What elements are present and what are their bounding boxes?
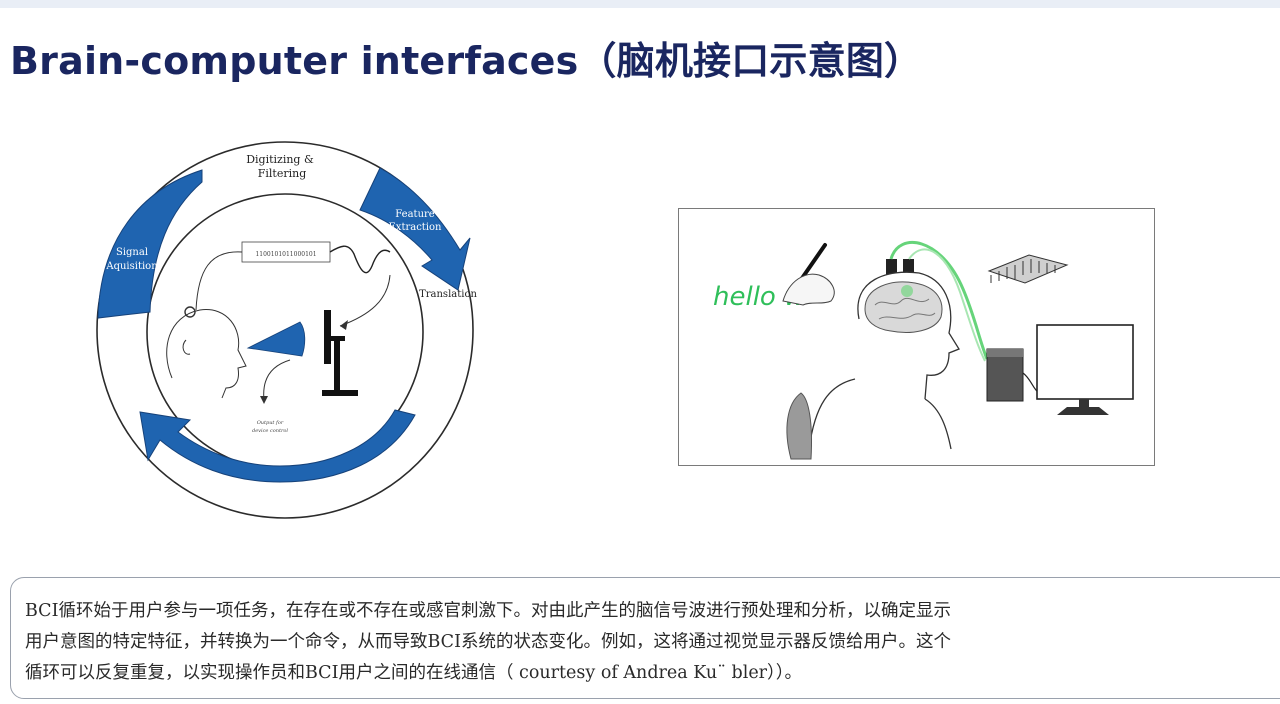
arrow-band-signal [97, 169, 203, 319]
label-feature-2: Extraction [389, 222, 443, 233]
amplifier-top [987, 349, 1023, 357]
chair-back [786, 392, 812, 460]
brain [864, 281, 943, 333]
monitor-base [322, 390, 358, 396]
arrow-head-output [260, 396, 268, 404]
bci-illustration-frame: hello w [678, 208, 1155, 466]
arrow-to-output [263, 359, 291, 401]
arrow-band-feedback [139, 409, 416, 483]
caption-box: BCI循环始于用户参与一项任务，在存在或不存在或感官刺激下。对由此产生的脑信号波… [10, 577, 1280, 699]
hand [782, 273, 835, 306]
label-feature-1: Feature [395, 209, 435, 220]
label-signal-1: Signal [116, 247, 148, 258]
arrow-band-feature [359, 167, 471, 291]
label-digitizing-2: Filtering [258, 167, 307, 180]
person-body [808, 378, 952, 450]
electrode-wire [195, 251, 243, 311]
caption-line-2: 用户意图的特定特征，并转换为一个命令，从而导致BCI系统的状态变化。例如，这将通… [25, 632, 951, 652]
feedback-fan [246, 321, 306, 357]
output-label-1: Output for [257, 420, 284, 426]
monitor-neck [1079, 399, 1089, 411]
label-translation: Translation [419, 289, 477, 300]
bci-illustration: hello w [713, 241, 1134, 460]
head-outline [166, 309, 247, 399]
green-wire-1 [889, 241, 989, 360]
monitor-stand [334, 341, 340, 391]
electrode-left [886, 259, 897, 277]
bci-cycle-diagram: Digitizing & Filtering Feature Extractio… [96, 141, 477, 519]
signal-grid [987, 254, 1069, 284]
label-feedback: Feedback [273, 481, 327, 494]
head-ear [182, 339, 191, 355]
monitor-foot [1057, 407, 1109, 415]
digital-readout: 1100101011000101 [255, 251, 316, 258]
brain-signal-spot [901, 285, 913, 297]
electrode-right [903, 259, 914, 277]
monitor-screen [324, 310, 331, 364]
green-wire-2 [908, 248, 986, 362]
arrow-to-translation [339, 274, 391, 327]
slide-title: Brain-computer interfaces（脑机接口示意图） [10, 39, 923, 83]
monitor [1036, 324, 1134, 400]
output-label-2: device control [252, 428, 288, 434]
signal-waveform [329, 245, 391, 274]
label-digitizing-1: Digitizing & [246, 153, 314, 166]
caption-line-1: BCI循环始于用户参与一项任务，在存在或不存在或感官刺激下。对由此产生的脑信号波… [25, 601, 951, 621]
label-signal-2: Aquisition [105, 261, 158, 272]
caption-text: BCI循环始于用户参与一项任务，在存在或不存在或感官刺激下。对由此产生的脑信号波… [25, 596, 1280, 689]
top-accent-strip [0, 0, 1280, 8]
caption-line-3: 循环可以反复重复，以实现操作员和BCI用户之间的在线通信（ courtesy o… [25, 663, 803, 683]
brain-folds [874, 297, 936, 320]
arrow-head-translation [340, 320, 348, 330]
monitor-bezel [331, 336, 345, 341]
